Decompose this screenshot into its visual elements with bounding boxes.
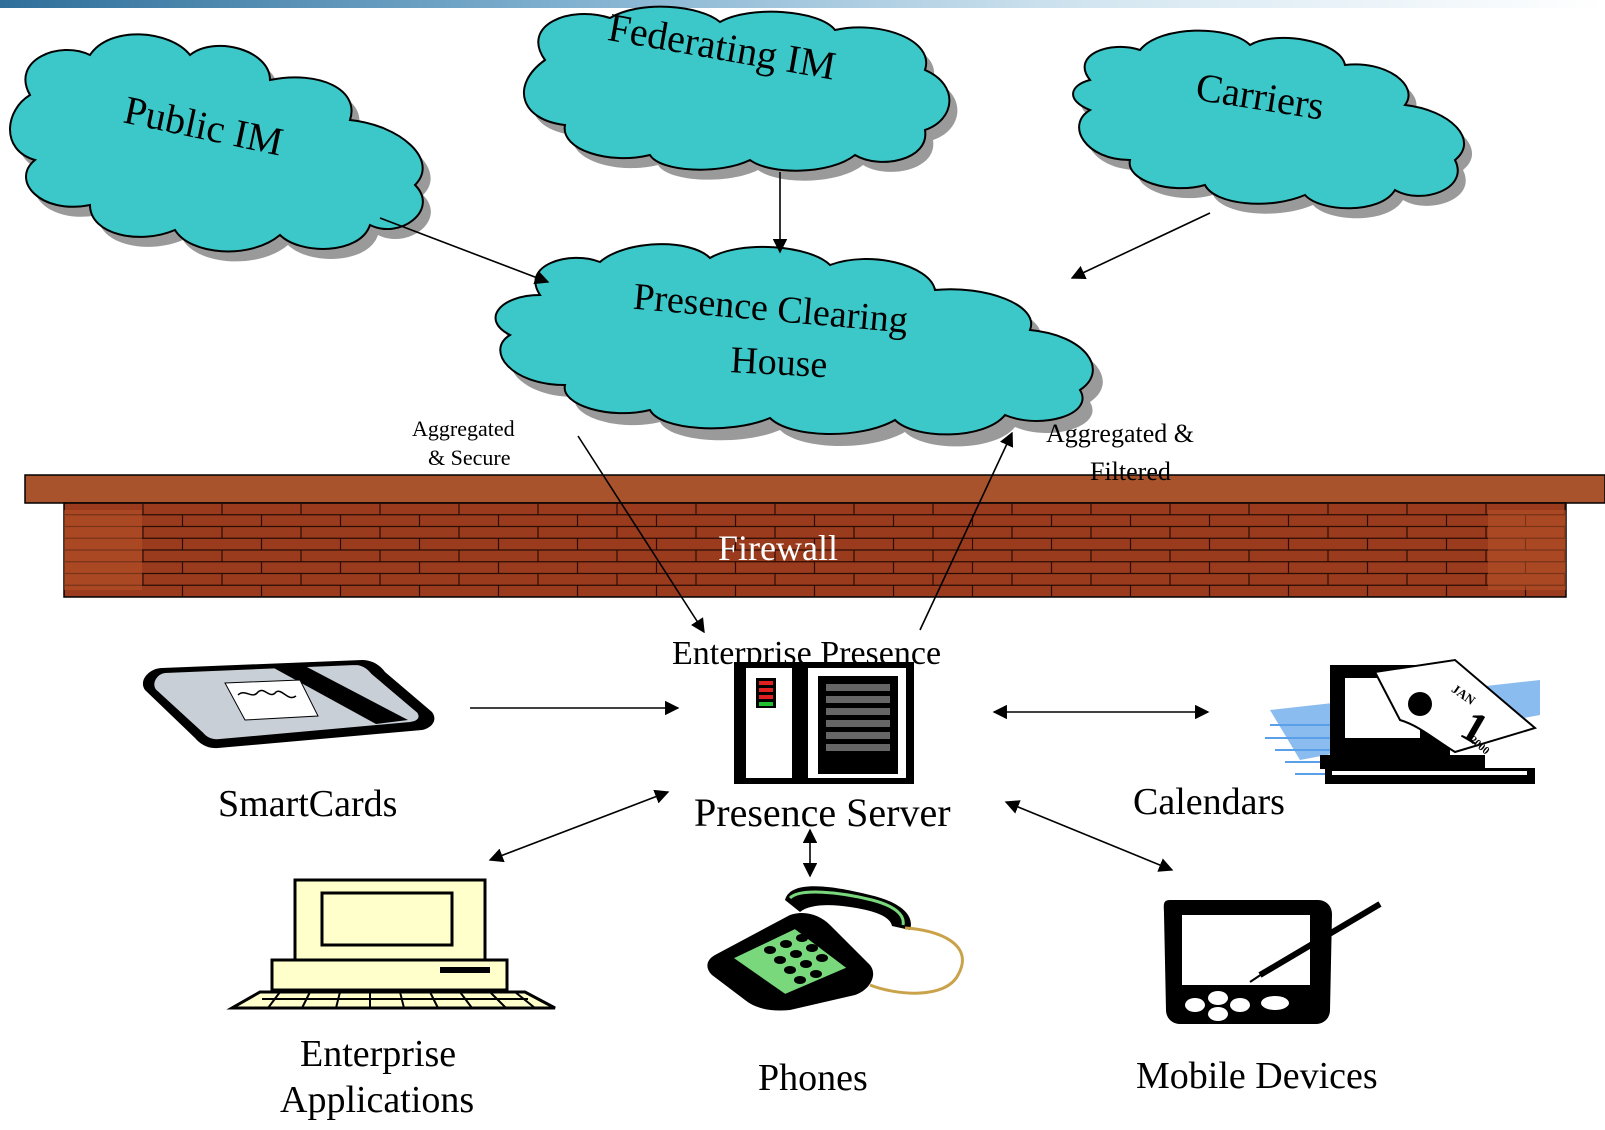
- phone-icon: [707, 886, 964, 1011]
- firewall-cap: [24, 474, 1605, 504]
- firewall-label: Firewall: [718, 528, 838, 568]
- enterprise-apps-label-line2: Applications: [280, 1079, 474, 1121]
- cloud-presence-clearing-house: Presence Clearing House: [494, 243, 1103, 447]
- arrow-public-to-clearing: [379, 217, 550, 285]
- mobile-device-icon: [1163, 900, 1382, 1024]
- arrow-clearing-to-server: [577, 435, 705, 634]
- calendars-label: Calendars: [1133, 781, 1285, 823]
- computer-icon: [226, 878, 556, 1010]
- aggregated-filtered-line2: Filtered: [1090, 457, 1171, 486]
- arrow-server-mobile: [1004, 800, 1174, 872]
- clearing-house-label-line2: House: [729, 339, 828, 386]
- firewall: Firewall: [24, 474, 1605, 598]
- top-gradient-bar: [0, 0, 1605, 8]
- arrow-server-enterprise-apps: [488, 789, 670, 863]
- arrow-server-to-clearing: [919, 431, 1014, 631]
- cloud-public-im: Public IM: [9, 33, 431, 262]
- aggregated-secure-line2: & Secure: [428, 445, 510, 470]
- presence-server-label: Presence Server: [694, 790, 951, 835]
- calendar-icon: JAN 1 2000: [1265, 658, 1540, 784]
- server-icon: [734, 662, 914, 784]
- smartcards-label: SmartCards: [218, 783, 397, 825]
- cloud-carriers: Carriers: [1072, 29, 1473, 219]
- aggregated-filtered-line1: Aggregated &: [1046, 419, 1194, 448]
- aggregated-secure-line1: Aggregated: [412, 416, 515, 441]
- cloud-federating-im: Federating IM: [522, 4, 958, 181]
- smartcard-icon: [142, 660, 435, 749]
- phones-label: Phones: [758, 1057, 868, 1099]
- enterprise-apps-label-line1: Enterprise: [300, 1033, 456, 1075]
- arrow-carriers-to-clearing: [1070, 212, 1211, 279]
- mobile-devices-label: Mobile Devices: [1136, 1055, 1378, 1097]
